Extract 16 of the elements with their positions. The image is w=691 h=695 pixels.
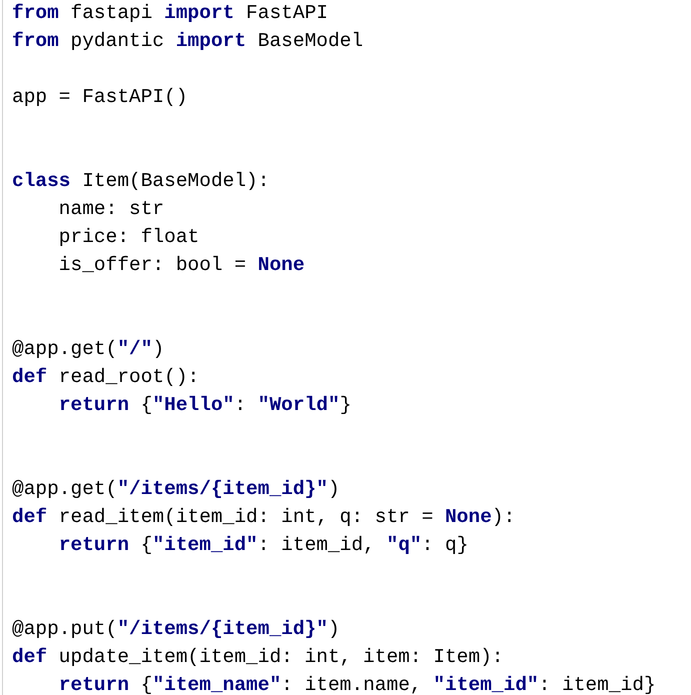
code-line: def read_item(item_id: int, q: str = None): [12,506,516,528]
code-line: return {"item_id": item_id, "q": q} [58,534,468,556]
code-line: from fastapi import FastAPI [12,2,328,24]
code-line: is_offer: bool = None [58,254,305,276]
code-line: price: float [58,226,200,248]
code-line: @app.get("/items/{item_id}") [12,478,340,500]
code-line: app = FastAPI() [12,86,188,108]
code-line: from pydantic import BaseModel [12,30,364,52]
code-line: return {"Hello": "World"} [58,394,352,416]
code-line: def read_root(): [12,366,200,388]
code-line: @app.put("/items/{item_id}") [12,618,340,640]
code-line: name: str [58,198,164,220]
code-line: return {"item_name": item.name, "item_id": item_id} [58,674,656,695]
code-line: class Item(BaseModel): [12,170,270,192]
code-line: @app.get("/") [12,338,164,360]
code-line: def update_item(item_id: int, item: Item): [12,646,504,668]
